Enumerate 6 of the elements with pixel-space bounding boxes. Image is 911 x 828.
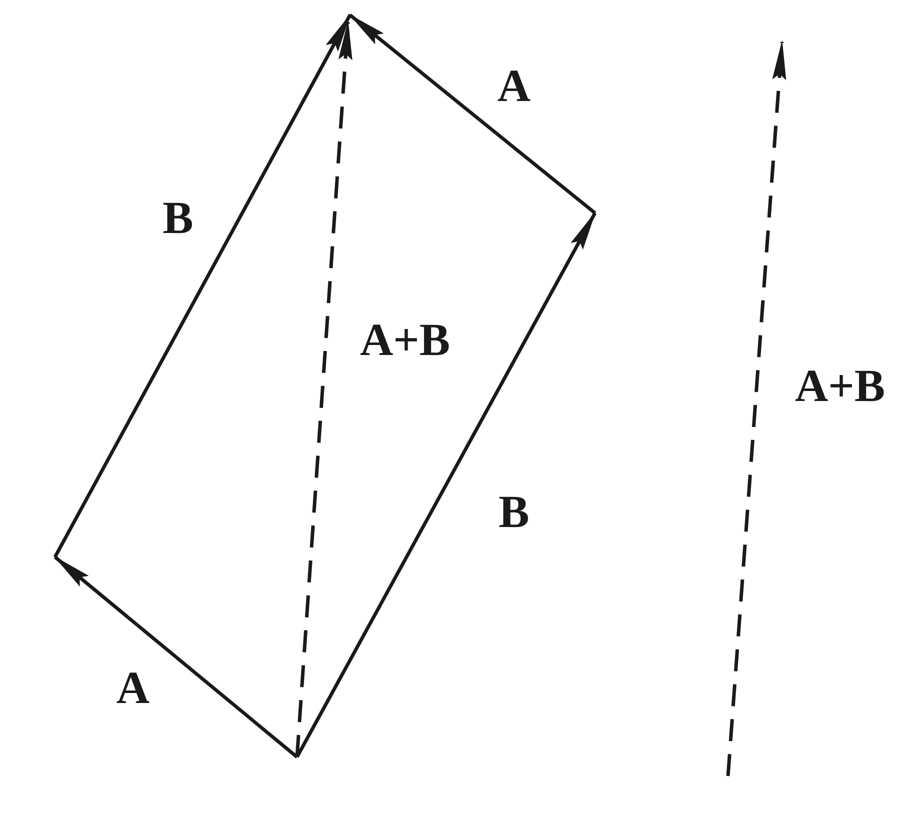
vector-label: B xyxy=(498,489,530,535)
vector-label: A xyxy=(497,63,531,109)
vector-label: A+B xyxy=(794,363,886,409)
vector-label: B xyxy=(162,195,194,241)
vector-label: A+B xyxy=(360,317,450,363)
vector-label: A xyxy=(116,665,150,711)
